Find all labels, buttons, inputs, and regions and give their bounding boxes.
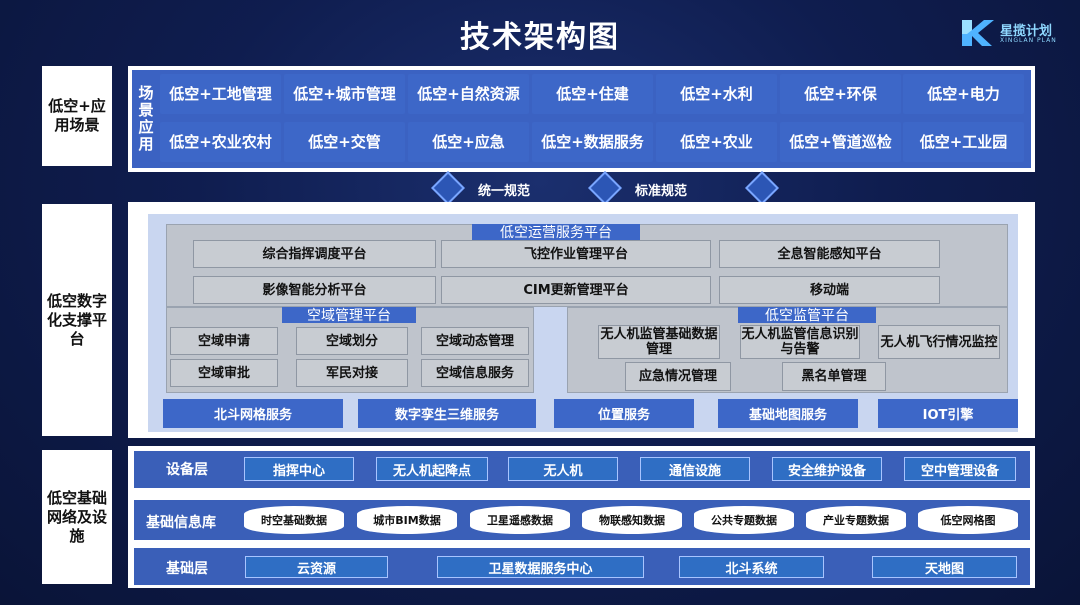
base-item: 北斗系统 (679, 556, 824, 578)
layer-label-digital: 低空数字化支撑平台 (42, 204, 112, 436)
scene-item: 低空+住建 (532, 74, 653, 114)
scene-item: 低空+应急 (408, 122, 529, 162)
operations-title: 低空运营服务平台 (472, 224, 640, 241)
scene-item: 低空+农业农村 (160, 122, 281, 162)
base-item: 云资源 (245, 556, 388, 578)
device-item: 通信设施 (640, 457, 750, 481)
service-item: 位置服务 (554, 399, 694, 428)
connector-diamond-icon (588, 171, 622, 205)
operations-item: CIM更新管理平台 (441, 276, 711, 304)
device-item: 无人机 (508, 457, 618, 481)
logo-k-icon (962, 20, 994, 46)
service-item: IOT引擎 (878, 399, 1018, 428)
scene-item: 低空+工业园 (903, 122, 1024, 162)
database-item: 物联感知数据 (582, 506, 682, 534)
base-row-label: 基础层 (166, 561, 208, 577)
airspace-item: 空域信息服务 (421, 359, 529, 387)
device-row-label: 设备层 (166, 462, 208, 478)
scene-item: 低空+农业 (656, 122, 777, 162)
database-item: 公共专题数据 (694, 506, 794, 534)
scene-item: 低空+城市管理 (284, 74, 405, 114)
airspace-item: 军民对接 (296, 359, 408, 387)
operations-item: 全息智能感知平台 (719, 240, 940, 268)
database-row-label: 基础信息库 (146, 515, 216, 531)
service-item: 数字孪生三维服务 (358, 399, 536, 428)
supervision-item: 无人机飞行情况监控 (878, 325, 1000, 359)
database-item: 城市BIM数据 (357, 506, 457, 534)
device-item: 无人机起降点 (376, 457, 488, 481)
airspace-item: 空域划分 (296, 327, 408, 355)
connector-label-unified: 统一规范 (478, 184, 531, 199)
operations-item: 综合指挥调度平台 (193, 240, 436, 268)
airspace-title: 空域管理平台 (282, 307, 416, 324)
scene-item: 低空+水利 (656, 74, 777, 114)
page-title: 技术架构图 (460, 20, 620, 55)
scene-item: 低空+工地管理 (160, 74, 281, 114)
scene-item: 低空+电力 (903, 74, 1024, 114)
database-item: 产业专题数据 (806, 506, 906, 534)
scene-item: 低空+数据服务 (532, 122, 653, 162)
scene-item: 低空+环保 (780, 74, 901, 114)
layer-label-infrastructure: 低空基础网络及设施 (42, 450, 112, 584)
airspace-item: 空域动态管理 (421, 327, 529, 355)
scene-item: 低空+交管 (284, 122, 405, 162)
base-item: 天地图 (872, 556, 1017, 578)
database-item: 低空网格图 (918, 506, 1018, 534)
connector-diamond-icon (745, 171, 779, 205)
scene-side-label: 场景应用 (138, 84, 154, 153)
device-item: 空中管理设备 (904, 457, 1016, 481)
supervision-item: 无人机监管信息识别与告警 (740, 325, 860, 359)
operations-item: 飞控作业管理平台 (441, 240, 711, 268)
supervision-item: 黑名单管理 (782, 362, 886, 391)
operations-item: 移动端 (719, 276, 940, 304)
logo-name: 星揽计划 (1000, 24, 1053, 39)
base-item: 卫星数据服务中心 (437, 556, 644, 578)
service-item: 北斗网格服务 (163, 399, 343, 428)
logo: 星揽计划 XINGLAN PLAN (960, 18, 1070, 50)
airspace-item: 空域审批 (170, 359, 278, 387)
logo-subtitle: XINGLAN PLAN (1000, 37, 1057, 44)
operations-item: 影像智能分析平台 (193, 276, 436, 304)
database-item: 时空基础数据 (244, 506, 344, 534)
service-item: 基础地图服务 (718, 399, 858, 428)
airspace-item: 空域申请 (170, 327, 278, 355)
device-item: 安全维护设备 (772, 457, 882, 481)
supervision-item: 无人机监管基础数据管理 (598, 325, 720, 359)
supervision-title: 低空监管平台 (738, 307, 876, 324)
layer-label-application: 低空+应用场景 (42, 66, 112, 166)
connector-label-standard: 标准规范 (635, 184, 688, 199)
database-item: 卫星遥感数据 (470, 506, 570, 534)
supervision-item: 应急情况管理 (625, 362, 731, 391)
connector-diamond-icon (431, 171, 465, 205)
scene-item: 低空+管道巡检 (780, 122, 901, 162)
scene-item: 低空+自然资源 (408, 74, 529, 114)
device-item: 指挥中心 (244, 457, 354, 481)
